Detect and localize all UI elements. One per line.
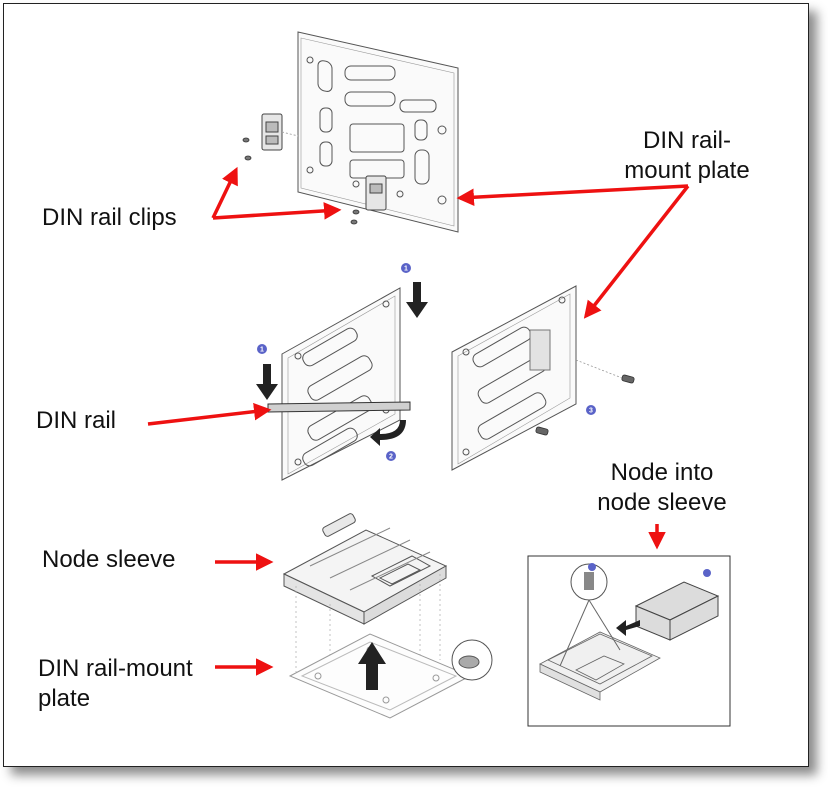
label-mount-plate-top-line2: mount plate bbox=[624, 157, 750, 184]
step-arrows-black bbox=[256, 282, 428, 446]
label-node-into-sleeve: Node into node sleeve bbox=[584, 458, 740, 518]
label-mount-plate-bottom: DIN rail-mount plate bbox=[38, 654, 193, 714]
arrow-plate-right bbox=[583, 184, 690, 319]
label-din-rail-clips: DIN rail clips bbox=[42, 204, 177, 231]
label-node-into-line2: node sleeve bbox=[597, 489, 727, 516]
arrow-din-rail bbox=[147, 402, 272, 426]
arrow-clips-upper bbox=[211, 166, 238, 219]
arrow-clips-lower bbox=[212, 202, 342, 220]
din-rail-clip-top bbox=[261, 113, 299, 151]
step-badges: 1 1 2 3 bbox=[257, 263, 711, 577]
callout-arrows bbox=[147, 166, 690, 676]
mount-plate-middle-left bbox=[281, 287, 401, 481]
din-rail-bar bbox=[267, 401, 411, 413]
label-mount-plate-top: DIN rail- mount plate bbox=[612, 126, 762, 186]
step-badge-2: 2 bbox=[389, 454, 393, 461]
label-din-rail: DIN rail bbox=[36, 407, 117, 434]
arrow-plate-top bbox=[456, 184, 689, 207]
label-mount-plate-bottom-line1: DIN rail-mount bbox=[38, 655, 193, 682]
mount-plate-bottom bbox=[288, 633, 472, 719]
node-sleeve-illustration bbox=[282, 513, 448, 625]
inset-node-into-sleeve bbox=[527, 555, 731, 727]
step-badge-1b: 1 bbox=[260, 347, 264, 354]
din-rail-clip-screws bbox=[242, 137, 360, 225]
step-badge-1a: 1 bbox=[404, 266, 408, 273]
mount-plate-middle-right bbox=[451, 285, 577, 471]
label-node-into-line1: Node into bbox=[610, 459, 714, 486]
din-rail-clip-bottom bbox=[365, 175, 387, 211]
bottom-up-arrow bbox=[358, 642, 386, 690]
label-mount-plate-top-line1: DIN rail- bbox=[643, 127, 731, 154]
middle-right-screws bbox=[535, 359, 635, 436]
label-node-sleeve: Node sleeve bbox=[42, 546, 176, 573]
label-mount-plate-bottom-line2: plate bbox=[38, 685, 91, 712]
detail-circle bbox=[451, 639, 493, 681]
step-badge-3: 3 bbox=[589, 408, 593, 415]
